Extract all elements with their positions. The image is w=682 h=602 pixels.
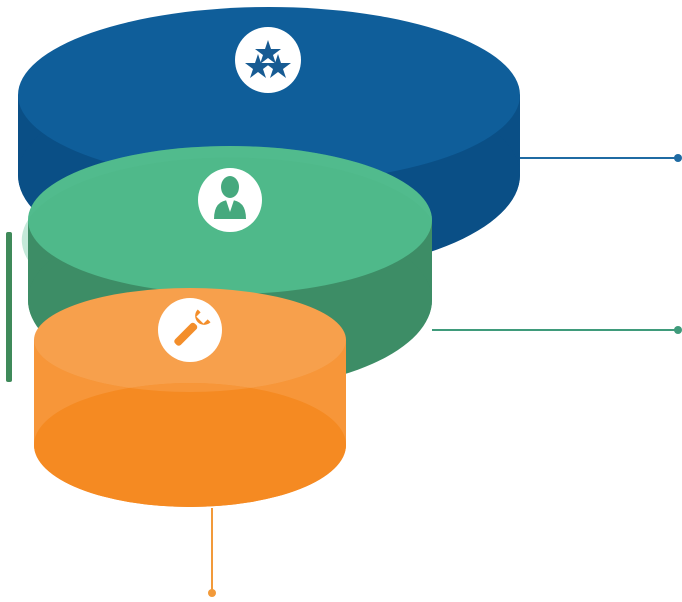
layer-bottom-lower-face [34, 383, 346, 507]
three-stars-icon [235, 27, 301, 93]
person-icon [198, 168, 262, 232]
connector-top [520, 154, 682, 162]
left-edge-accent [6, 232, 12, 382]
connector-middle [432, 326, 682, 334]
connector-bottom [208, 508, 216, 597]
wrench-icon [158, 298, 222, 362]
layer-top-face [18, 7, 520, 183]
